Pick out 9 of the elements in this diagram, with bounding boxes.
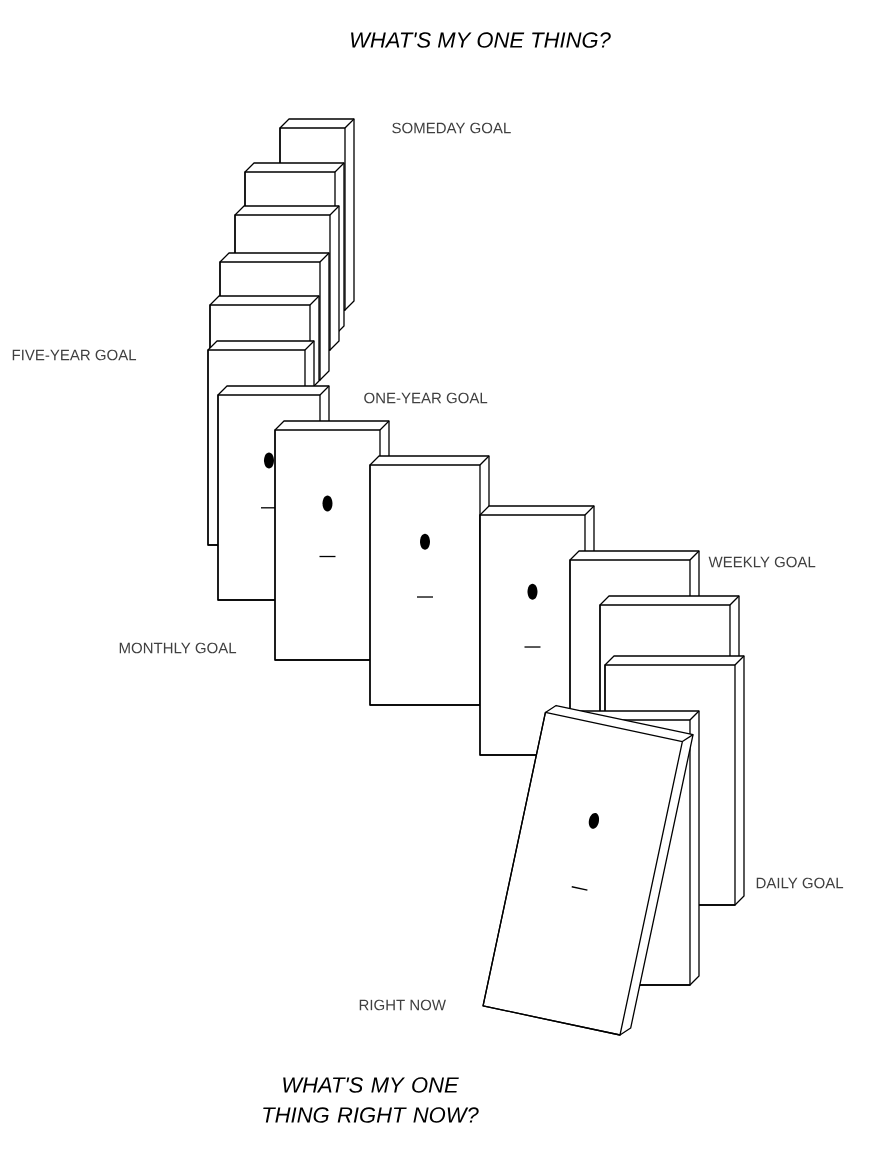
goal-label: RIGHT NOW (359, 999, 446, 1011)
goal-label: DAILY GOAL (756, 877, 844, 889)
goal-label: MONTHLY GOAL (119, 642, 237, 654)
goal-label: ONE-YEAR GOAL (364, 392, 488, 404)
goal-label: SOMEDAY GOAL (392, 122, 511, 134)
title: WHAT'S MY ONE THING? (351, 32, 611, 48)
goal-label: FIVE-YEAR GOAL (12, 349, 137, 361)
caption: WHAT'S MY ONE THING RIGHT NOW? (263, 1077, 479, 1123)
goal-label: WEEKLY GOAL (708, 556, 816, 568)
